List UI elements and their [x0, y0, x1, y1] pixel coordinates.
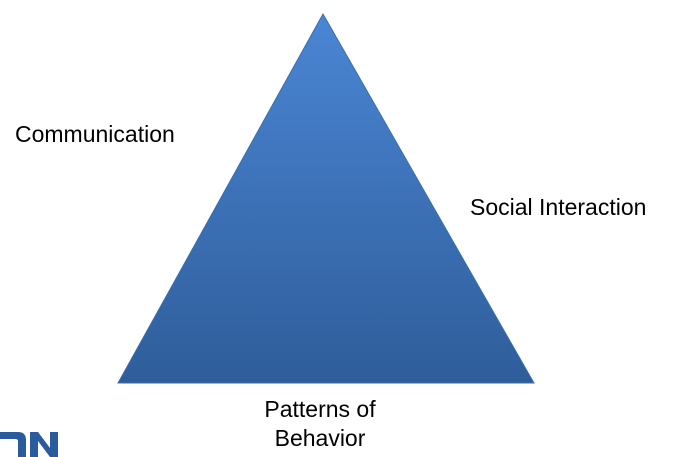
- triangle-shape: [117, 12, 535, 384]
- label-social-interaction: Social Interaction: [470, 194, 647, 220]
- label-patterns-of-behavior: Patterns of Behavior: [250, 395, 390, 453]
- cropped-glyphs-graphic: [0, 432, 58, 457]
- label-communication: Communication: [15, 121, 175, 147]
- cropped-logo-fragment: [0, 428, 60, 457]
- label-patterns-line2: Behavior: [274, 425, 366, 451]
- label-patterns-line1: Patterns of: [264, 396, 376, 422]
